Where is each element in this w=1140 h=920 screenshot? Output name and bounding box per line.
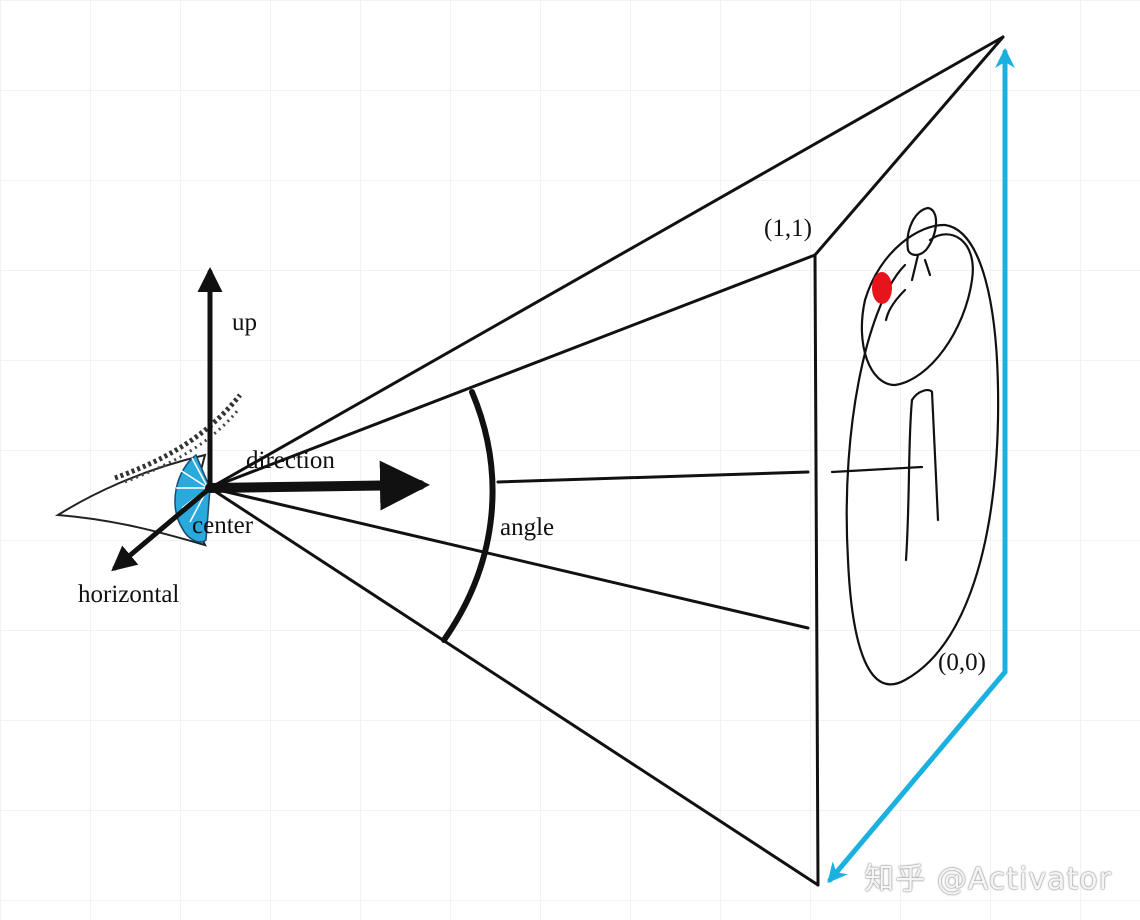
center-label: center <box>192 512 254 539</box>
horizontal-axis-arrow <box>827 669 1008 884</box>
corner-top-label: (1,1) <box>764 215 812 242</box>
watermark-text: 知乎 @Activator <box>864 862 1112 897</box>
corner-bottom-label: (0,0) <box>938 649 986 676</box>
horizontal-vector-arrow <box>111 485 213 572</box>
angle-label: angle <box>500 514 554 541</box>
eye-icon <box>54 393 242 547</box>
camera-axes <box>111 267 430 572</box>
figure-sketch <box>830 206 1000 686</box>
angle-arc <box>441 389 496 643</box>
horizontal-label: horizontal <box>78 581 179 608</box>
red-point-marker <box>872 272 892 304</box>
direction-label: direction <box>246 447 335 474</box>
image-plane-axes <box>827 48 1015 884</box>
direction-vector-arrow <box>205 460 430 511</box>
frustum-lines <box>208 35 1005 887</box>
up-label: up <box>232 309 257 336</box>
